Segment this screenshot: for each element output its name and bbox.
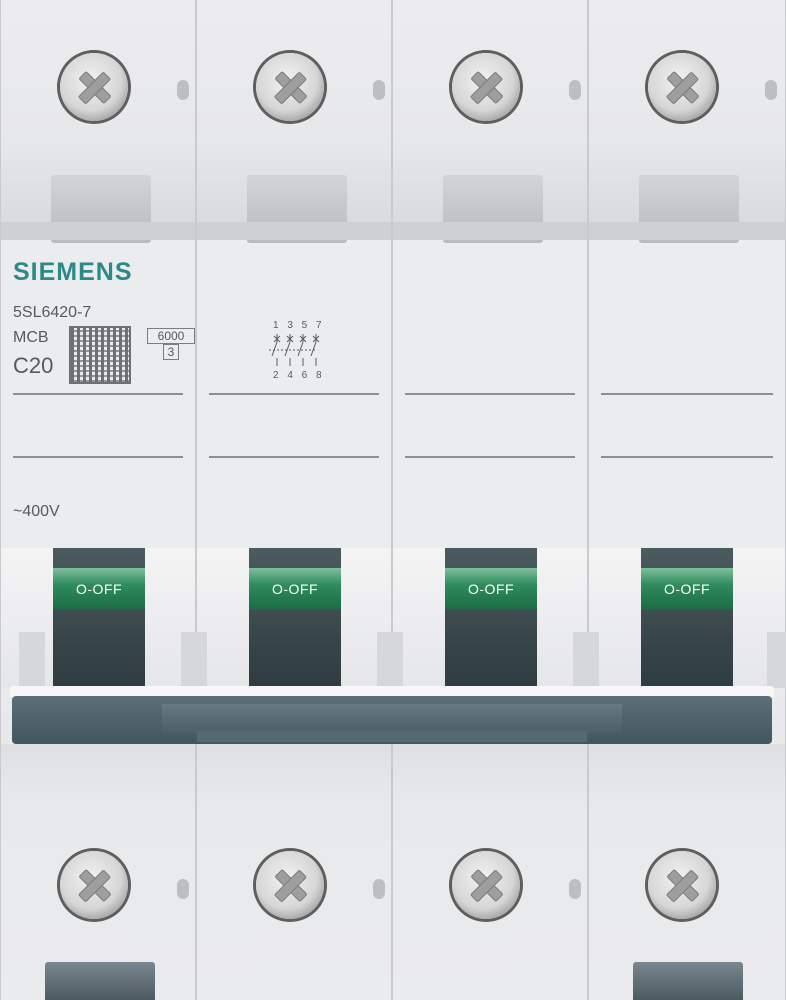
terminal-screw-icon[interactable] xyxy=(60,53,128,121)
clamp-lip xyxy=(1,222,195,240)
toggle-switch[interactable]: O-OFF xyxy=(641,548,733,688)
diagram-bottom-terminals: 2 4 6 8 xyxy=(273,370,325,381)
bottom-terminal-area xyxy=(393,744,587,1000)
terminal-screw-icon[interactable] xyxy=(452,53,520,121)
current-rating: C20 xyxy=(13,353,54,378)
status-indicator: O-OFF xyxy=(53,568,145,610)
label-face: SIEMENS 5SL6420-7 MCB C20 6000 3 ~400V xyxy=(1,243,195,548)
terminal-screw-icon[interactable] xyxy=(452,851,520,919)
terminal-screw-icon[interactable] xyxy=(60,851,128,919)
label-rule xyxy=(209,456,379,458)
toggle-switch[interactable]: O-OFF xyxy=(53,548,145,688)
terminal-screw-icon[interactable] xyxy=(648,851,716,919)
housing-notch xyxy=(177,879,189,899)
clamp-lip xyxy=(393,222,587,240)
label-rule xyxy=(601,393,773,395)
pole-module-2: 1 3 5 7 2 4 6 8 xyxy=(181,0,392,1000)
bottom-terminal-area xyxy=(197,744,391,1000)
top-terminal-area xyxy=(1,0,195,243)
clamp-lip xyxy=(589,222,785,240)
handle-bar-highlight xyxy=(10,686,774,698)
status-indicator: O-OFF xyxy=(641,568,733,610)
clamp-lip xyxy=(197,222,391,240)
device-type: MCB xyxy=(13,329,49,346)
label-rule xyxy=(209,393,379,395)
housing-tab xyxy=(767,632,786,688)
label-rule xyxy=(601,456,773,458)
brand-logo: SIEMENS xyxy=(13,258,133,286)
housing-notch xyxy=(177,80,189,100)
top-terminal-area xyxy=(197,0,391,243)
housing-notch xyxy=(569,80,581,100)
toggle-switch[interactable]: O-OFF xyxy=(249,548,341,688)
top-terminal-area xyxy=(393,0,587,243)
terminal-screw-icon[interactable] xyxy=(648,53,716,121)
toggle-switch[interactable]: O-OFF xyxy=(445,548,537,688)
bottom-terminal-area xyxy=(1,744,195,1000)
housing-tab xyxy=(573,632,599,688)
label-rule xyxy=(13,456,183,458)
bottom-terminal-area xyxy=(589,744,785,1000)
switch-symbol-icon xyxy=(269,334,320,366)
voltage-rating: ~400V xyxy=(13,503,60,520)
handle-bar-ridge xyxy=(197,730,587,742)
housing-notch xyxy=(765,80,777,100)
label-face xyxy=(589,243,785,548)
pole-module-3: O-OFF xyxy=(377,0,588,1000)
status-indicator: O-OFF xyxy=(445,568,537,610)
housing-notch xyxy=(569,879,581,899)
part-number: 5SL6420-7 xyxy=(13,304,92,321)
housing-tab xyxy=(19,632,45,688)
label-rule xyxy=(405,456,575,458)
pole-module-4: O-OFF xyxy=(573,0,786,1000)
housing-notch xyxy=(373,879,385,899)
toggle-area: O-OFF xyxy=(589,548,785,688)
toggle-state-label: O-OFF xyxy=(271,581,319,597)
common-trip-handle-bar[interactable] xyxy=(12,696,772,744)
status-indicator: O-OFF xyxy=(249,568,341,610)
terminal-screw-icon[interactable] xyxy=(256,851,324,919)
housing-notch xyxy=(373,80,385,100)
label-face: 1 3 5 7 2 4 6 8 xyxy=(197,243,391,548)
wiring-diagram-icon: 1 3 5 7 2 4 6 8 xyxy=(269,320,329,390)
label-rule xyxy=(13,393,183,395)
diagram-top-terminals: 1 3 5 7 xyxy=(273,320,325,331)
toggle-area: O-OFF xyxy=(393,548,587,688)
din-rail-clip[interactable] xyxy=(45,962,155,1000)
housing-tab xyxy=(181,632,207,688)
energy-class-box: 3 xyxy=(163,344,179,360)
datamatrix-code xyxy=(69,326,131,384)
toggle-area: O-OFF xyxy=(1,548,195,688)
breaking-capacity-box: 6000 xyxy=(147,328,195,344)
housing-tab xyxy=(377,632,403,688)
label-rule xyxy=(405,393,575,395)
handle-bar-ridge xyxy=(162,704,622,734)
toggle-area: O-OFF xyxy=(197,548,391,688)
toggle-state-label: O-OFF xyxy=(663,581,711,597)
top-terminal-area xyxy=(589,0,785,243)
terminal-screw-icon[interactable] xyxy=(256,53,324,121)
pole-module-1: SIEMENS 5SL6420-7 MCB C20 6000 3 ~400V O… xyxy=(0,0,196,1000)
label-face xyxy=(393,243,587,548)
din-rail-clip[interactable] xyxy=(633,962,743,1000)
toggle-state-label: O-OFF xyxy=(75,581,123,597)
toggle-state-label: O-OFF xyxy=(467,581,515,597)
